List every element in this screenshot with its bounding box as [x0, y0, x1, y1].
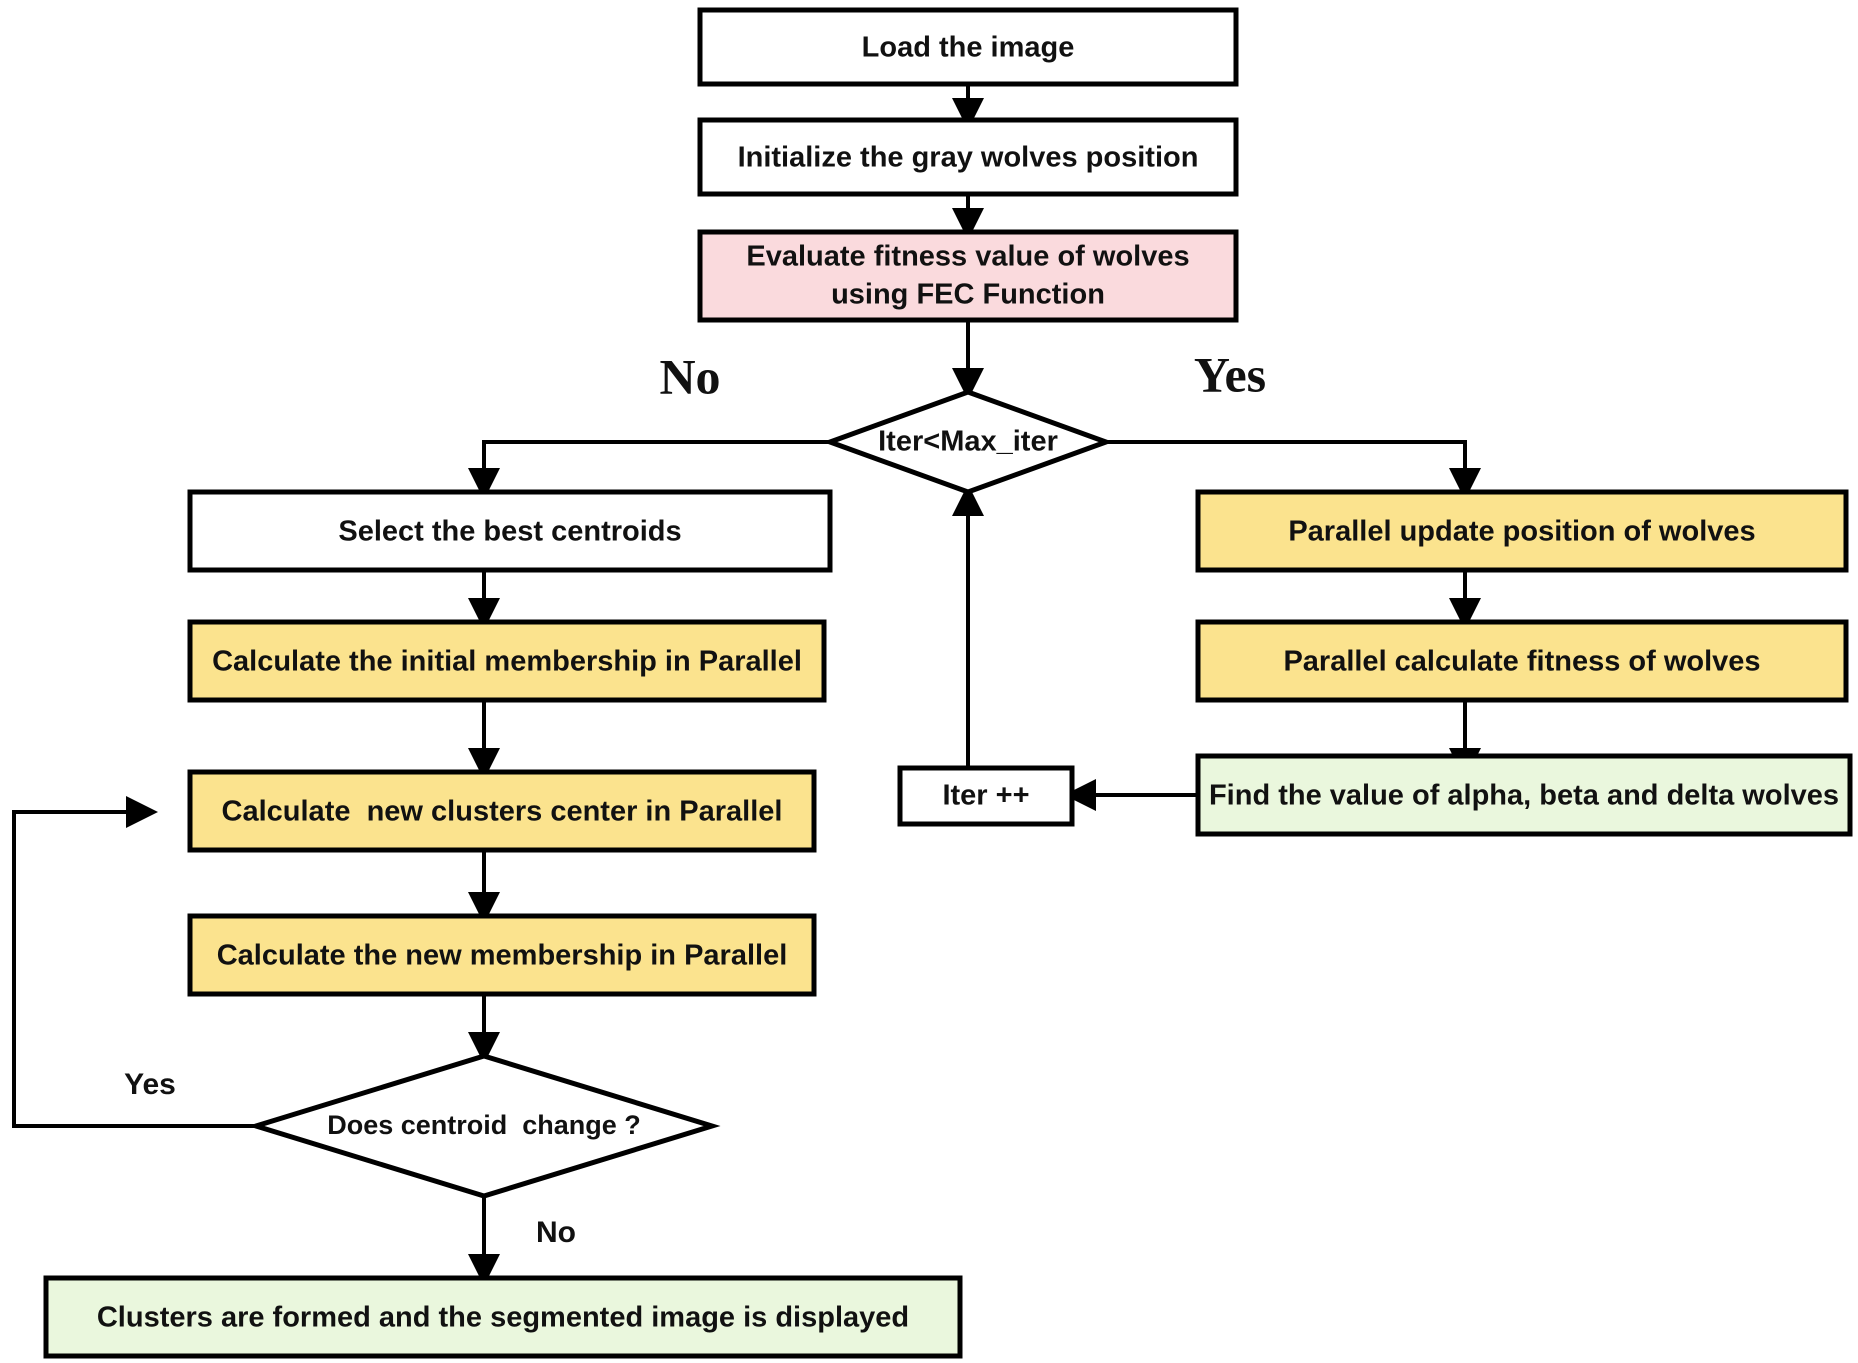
- edge-label-centroid-no: No: [536, 1216, 576, 1249]
- edges-layer: [12, 84, 1481, 1286]
- node-find-alpha-beta-delta[interactable]: Find the value of alpha, beta and delta …: [1195, 753, 1853, 837]
- edge-label-iter-no: No: [659, 348, 720, 404]
- node-find-alpha-beta-delta-label: Find the value of alpha, beta and delta …: [1209, 780, 1839, 812]
- node-evaluate-fitness[interactable]: Evaluate fitness value of wolves using F…: [697, 229, 1239, 323]
- node-parallel-fitness[interactable]: Parallel calculate fitness of wolves: [1195, 619, 1849, 703]
- node-iter-increment[interactable]: Iter ++: [897, 765, 1075, 827]
- node-load-image[interactable]: Load the image: [697, 7, 1239, 87]
- node-new-membership[interactable]: Calculate the new membership in Parallel: [187, 913, 817, 997]
- node-new-membership-label: Calculate the new membership in Parallel: [217, 940, 788, 972]
- node-load-image-label: Load the image: [862, 32, 1075, 64]
- edge-decision-yes-to-parallel-update: [1106, 440, 1481, 500]
- node-initialize-wolves-label: Initialize the gray wolves position: [738, 142, 1199, 174]
- node-new-clusters-center[interactable]: Calculate new clusters center in Paralle…: [187, 769, 817, 853]
- edge-label-centroid-yes: Yes: [124, 1068, 176, 1101]
- node-evaluate-fitness-label-line2: using FEC Function: [831, 279, 1105, 311]
- node-iter-decision[interactable]: Iter<Max_iter: [822, 389, 1114, 495]
- node-parallel-fitness-label: Parallel calculate fitness of wolves: [1283, 646, 1760, 678]
- node-initialize-wolves[interactable]: Initialize the gray wolves position: [697, 117, 1239, 197]
- node-new-clusters-center-label: Calculate new clusters center in Paralle…: [222, 796, 783, 828]
- edge-centroid-yes-loop-back: [12, 796, 256, 1128]
- node-clusters-formed-label: Clusters are formed and the segmented im…: [97, 1302, 909, 1334]
- edge-label-iter-yes: Yes: [1194, 346, 1266, 402]
- node-parallel-update-label: Parallel update position of wolves: [1288, 516, 1755, 548]
- node-select-centroids-label: Select the best centroids: [338, 516, 681, 548]
- edge-decision-no-to-select-centroids: [468, 440, 830, 500]
- node-evaluate-fitness-label-line1: Evaluate fitness value of wolves: [746, 241, 1189, 273]
- node-iter-decision-label: Iter<Max_iter: [878, 426, 1058, 458]
- node-clusters-formed[interactable]: Clusters are formed and the segmented im…: [43, 1275, 963, 1359]
- node-select-centroids[interactable]: Select the best centroids: [187, 489, 833, 573]
- node-centroid-decision[interactable]: Does centroid change ?: [247, 1053, 721, 1199]
- node-parallel-update[interactable]: Parallel update position of wolves: [1195, 489, 1849, 573]
- node-centroid-decision-label: Does centroid change ?: [327, 1110, 641, 1140]
- node-initial-membership[interactable]: Calculate the initial membership in Para…: [187, 619, 827, 703]
- node-iter-increment-label: Iter ++: [942, 780, 1029, 812]
- node-initial-membership-label: Calculate the initial membership in Para…: [212, 646, 802, 678]
